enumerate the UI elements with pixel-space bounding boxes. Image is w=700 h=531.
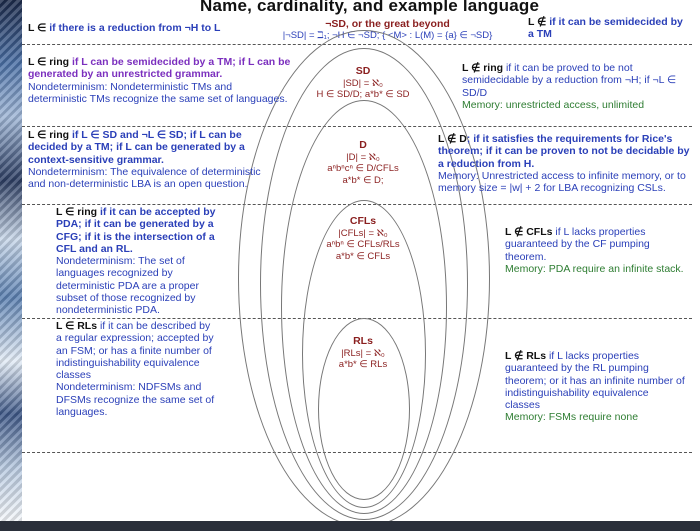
diagram-title: Name, cardinality, and example language [200,0,540,15]
nsd-inner-ellipse [260,48,468,520]
left-d-nondeterminism: Nondeterminism: The equivalence of deter… [28,165,261,191]
cfl-name: CFLs [349,215,377,227]
left-cfl-nondeterminism: Nondeterminism: The set of languages rec… [56,255,199,317]
right-sd-memory: Memory: unrestricted access, unlimited [462,98,645,111]
rl-example: a*b* ∈ RLs [338,359,388,370]
left-sd-block: L ∈ ring if L can be semidecided by a TM… [28,56,293,105]
reduction-symbol: L ∈ [28,22,47,34]
left-cfl-condition: if it can be accepted by PDA; if it can … [56,206,216,255]
right-cfl-lead: L ∉ CFLs [505,226,553,238]
left-sd-nondeterminism: Nondeterminism: Nondeterministic TMs and… [28,80,288,105]
right-rl-condition: if L lacks properties guaranteed by the … [505,350,685,412]
rl-class-label: RLs |RLs| = ℵ₀ a*b* ∈ RLs [318,335,408,371]
left-sd-lead: L ∈ ring [28,56,70,68]
d-cardinality: |D| = ℵ₀ [346,151,380,163]
decorative-side-strip [0,0,22,531]
right-cfl-block: L ∉ CFLs if L lacks properties guarantee… [505,226,690,275]
left-rl-nondeterminism: Nondeterminism: NDFSMs and DFSMs recogni… [56,381,215,419]
rl-cardinality: |RLs| = ℵ₀ [341,347,385,359]
nsd-title: ¬SD, or the great beyond [325,18,450,30]
rl-name: RLs [353,335,373,347]
left-rl-lead: L ∈ RLs [56,320,98,332]
right-rl-memory: Memory: FSMs require none [505,411,639,424]
right-sd-condition: if it can be proved to be not semidecida… [462,62,677,99]
notin-text: if it can be semidecided by a TM [528,16,683,40]
right-d-condition: ; if it satisfies the requirements for R… [438,133,690,170]
rl-ellipse [318,318,410,500]
d-example-2: a*b* ∈ D; [342,174,384,186]
left-d-lead: L ∈ ring [28,129,70,141]
left-rl-condition: if it can be described by a regular expr… [56,320,214,382]
notin-header: L ∉ if it can be semidecided by a TM [528,16,688,40]
d-class-label: D |D| = ℵ₀ aⁿbⁿcⁿ ∈ D/CFLs a*b* ∈ D; [293,139,433,186]
right-cfl-memory: Memory: PDA require an infinite stack. [505,262,684,275]
sd-name: SD [355,65,371,77]
right-d-lead: L ∉ D [438,133,467,145]
right-d-memory: Memory: Unrestricted access to infinite … [438,169,686,195]
right-rl-block: L ∉ RLs if L lacks properties guaranteed… [505,350,685,424]
notin-symbol: L ∉ [528,16,547,28]
left-d-block: L ∈ ring if L ∈ SD and ¬L ∈ SD; if L can… [28,129,278,190]
left-cfl-lead: L ∈ ring [56,206,98,218]
right-rl-lead: L ∉ RLs [505,350,547,362]
right-d-block: L ∉ D; if it satisfies the requirements … [438,133,693,194]
right-sd-block: L ∉ ring if it can be proved to be not s… [462,62,687,111]
d-name: D [359,139,367,151]
reduction-header: L ∈ if there is a reduction from ¬H to L [28,22,258,34]
sd-class-label: SD |SD| = ℵ₀ H ∈ SD/D; a*b* ∈ SD [288,65,438,101]
cfl-class-label: CFLs |CFLs| = ℵ₀ aⁿbⁿ ∈ CFLs/RLs a*b* ∈ … [303,215,423,262]
right-sd-lead: L ∉ ring [462,62,504,74]
cfl-example-1: aⁿbⁿ ∈ CFLs/RLs [326,239,400,250]
bottom-bar [0,521,700,531]
cfl-cardinality: |CFLs| = ℵ₀ [338,227,388,239]
cfl-ellipse [302,200,426,508]
sd-example: H ∈ SD/D; a*b* ∈ SD [316,89,410,100]
right-cfl-condition: if L lacks properties guaranteed by the … [505,226,650,263]
d-example-1: aⁿbⁿcⁿ ∈ D/CFLs [327,163,399,174]
d-ellipse [281,100,447,514]
left-cfl-block: L ∈ ring if it can be accepted by PDA; i… [56,206,226,317]
left-rl-block: L ∈ RLs if it can be described by a regu… [56,320,216,418]
left-d-condition: if L ∈ SD and ¬L ∈ SD; if L can be decid… [28,129,245,166]
sd-cardinality: |SD| = ℵ₀ [343,77,383,89]
reduction-text: if there is a reduction from ¬H to L [49,22,221,34]
left-sd-condition: if L can be semidecided by a TM; if L ca… [28,56,291,81]
cfl-example-2: a*b* ∈ CFLs [335,250,391,262]
